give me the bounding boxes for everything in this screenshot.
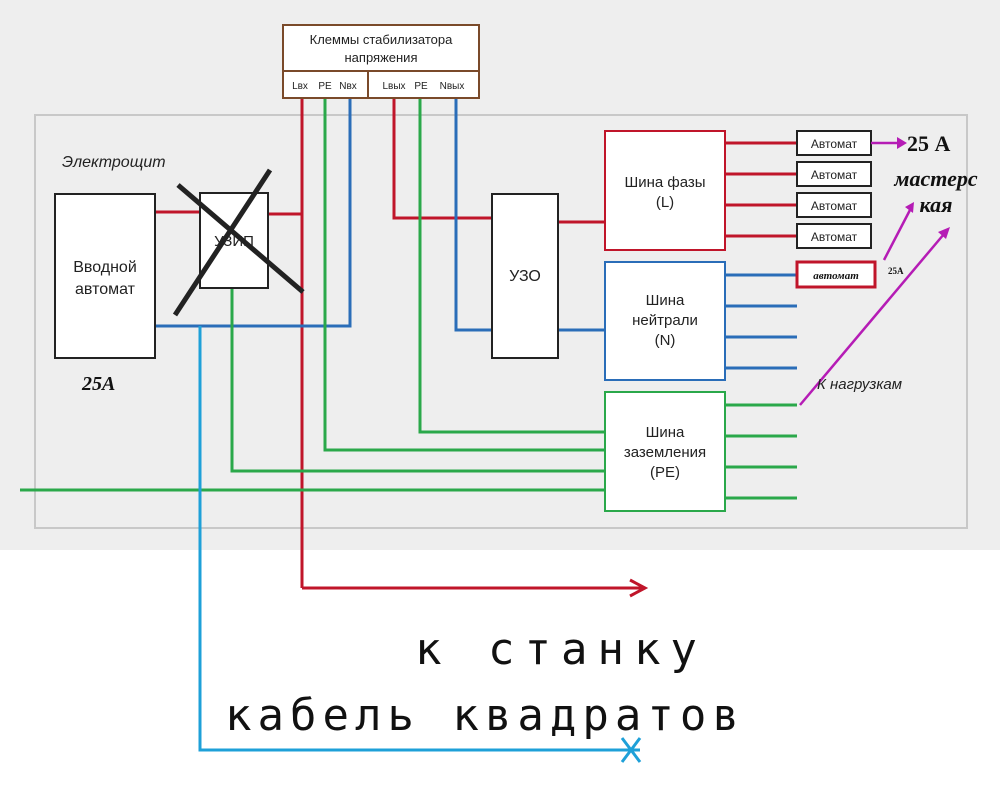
input-breaker: Вводной автомат	[54, 193, 156, 359]
breaker-3: Автомат	[811, 199, 858, 213]
input-breaker-line2: автомат	[75, 281, 136, 298]
added-breaker-rating: 25А	[888, 266, 904, 276]
workshop-annotation-1: мастерс	[893, 166, 977, 191]
wire-pe-in	[323, 98, 605, 452]
wire-n-out	[454, 98, 492, 332]
panel-frame	[34, 114, 968, 529]
magenta-arrows	[799, 137, 950, 406]
wire-pe-out	[418, 98, 605, 434]
breakers: Автомат Автомат Автомат Автомат	[796, 130, 872, 249]
wire-l-out	[392, 98, 492, 220]
bus-ground: Шина заземления (PE)	[604, 391, 726, 512]
arrow-to-workshop-2	[799, 233, 945, 406]
handwritten-to-machine: к станку	[415, 624, 707, 675]
rating-annotation: 25 А	[907, 131, 951, 156]
bus-neutral-line3: (N)	[655, 332, 676, 349]
terminal-pe-in: PE	[318, 81, 332, 92]
ground-wires	[20, 98, 797, 500]
breaker-2: Автомат	[811, 168, 858, 182]
terminal-l-out: Lвых	[382, 81, 405, 92]
uzip: УЗИП	[199, 192, 269, 289]
cross-out-mark	[172, 168, 305, 317]
stabilizer-terminals: Клеммы стабилизатора напряжения Lвх PE N…	[282, 24, 480, 99]
workshop-annotation-2: кая	[920, 192, 953, 217]
wire-uzip-ground	[230, 288, 605, 473]
bus-phase: Шина фазы (L)	[604, 130, 726, 251]
breaker-1: Автомат	[811, 137, 858, 151]
bus-ground-line3: (PE)	[650, 464, 680, 481]
bus-neutral-line2: нейтрали	[632, 312, 698, 329]
cable-line	[198, 326, 640, 752]
added-breaker-label: автомат	[813, 270, 859, 282]
breaker-4: Автомат	[811, 230, 858, 244]
stabilizer-title-1: Клеммы стабилизатора	[310, 32, 453, 47]
cable-end-mark	[620, 737, 642, 763]
bus-neutral: Шина нейтрали (N)	[604, 261, 726, 381]
bus-phase-line1: Шина фазы	[624, 174, 705, 191]
terminal-n-out: Nвых	[440, 81, 465, 92]
panel-label: Электрощит	[62, 154, 166, 171]
added-breaker: автомат 25А	[795, 260, 904, 289]
bus-phase-line2: (L)	[656, 194, 674, 211]
to-loads-label: К нагрузкам	[817, 376, 902, 393]
input-breaker-rating: 25А	[81, 373, 115, 395]
input-breaker-line1: Вводной	[73, 259, 137, 276]
terminal-pe-out: PE	[414, 81, 428, 92]
wire-n-in	[155, 98, 352, 328]
phase-wires	[155, 98, 797, 590]
bus-ground-line2: заземления	[624, 444, 706, 461]
rcd: УЗО	[491, 193, 559, 359]
handwritten-cable-note: кабель квадратов	[225, 690, 745, 741]
machine-arrowhead	[629, 578, 649, 598]
terminal-n-in: Nвх	[339, 81, 357, 92]
terminal-l-in: Lвх	[292, 81, 308, 92]
neutral-wires	[155, 98, 797, 370]
rcd-label: УЗО	[509, 268, 541, 285]
bus-ground-line1: Шина	[646, 424, 685, 441]
bus-neutral-line1: Шина	[646, 292, 685, 309]
stabilizer-title-2: напряжения	[345, 50, 418, 65]
arrow-to-workshop-1	[882, 209, 912, 261]
